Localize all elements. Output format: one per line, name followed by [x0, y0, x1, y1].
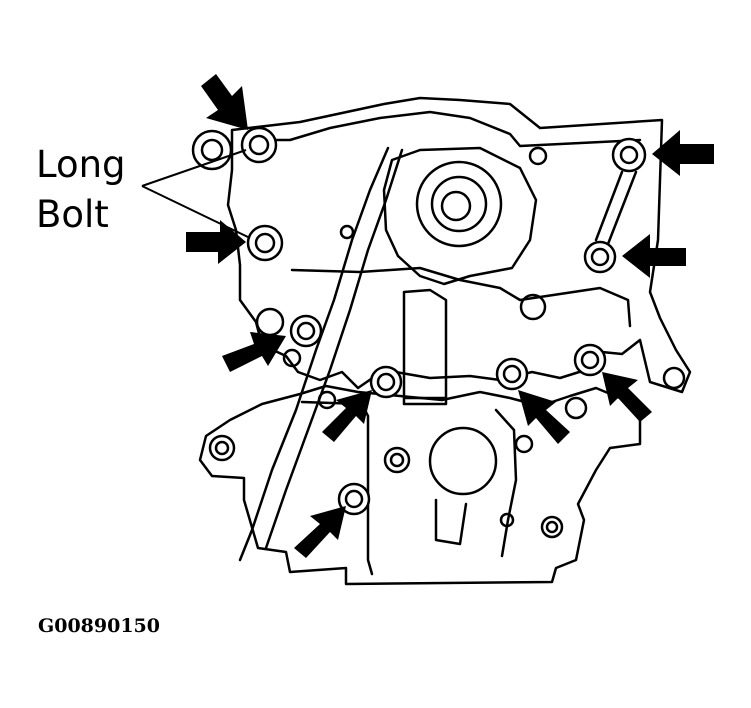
arrow-center-right-bolt	[518, 390, 570, 444]
bolt-right-lower	[573, 343, 607, 377]
engine-block-outline	[198, 384, 642, 586]
cam-pulley-boss	[382, 146, 538, 286]
block-inner-edge-right	[494, 408, 518, 558]
center-rib	[402, 288, 448, 406]
leader-line-lower	[141, 185, 251, 239]
bolt-center-left	[369, 365, 403, 399]
cover-hole-right-mid	[519, 293, 547, 321]
cam-pulley-ring-inner	[430, 175, 488, 233]
arrow-upper-left-bolt	[201, 74, 248, 130]
arrow-right-lower-bolt	[602, 372, 652, 422]
bracket-hole-left-inner	[214, 440, 230, 456]
bracket-hole-left	[208, 434, 236, 462]
leader-line-upper	[141, 149, 247, 187]
long-bolt-upper	[240, 126, 278, 164]
block-hole-small-3	[499, 512, 515, 528]
block-hole-small-1	[317, 390, 337, 410]
cover-inner-rib	[248, 110, 642, 148]
cover-hole-right-low	[662, 366, 686, 390]
arrow-mid-left-bolt	[186, 220, 246, 264]
block-hole-left-inner	[389, 452, 405, 468]
long-bolt-label-line1: Long	[36, 143, 126, 186]
long-bolt-label-line2: Bolt	[36, 193, 109, 236]
arrow-upper-right-bolt	[652, 130, 714, 176]
block-hole-right	[540, 515, 564, 539]
bolt-bottom	[337, 482, 371, 516]
bolt-right-mid	[583, 240, 617, 274]
arrow-left-bracket-bolt	[222, 332, 286, 372]
cover-hole-left-mid	[339, 224, 355, 240]
arrow-center-left-bolt	[322, 390, 372, 442]
left-ear-hole	[200, 138, 224, 162]
cam-pulley-center	[440, 190, 472, 222]
long-bolt-lower	[246, 224, 284, 262]
cover-hole-upper	[528, 146, 548, 166]
left-lug-ring	[255, 307, 285, 337]
bolt-upper-right	[611, 137, 647, 173]
bolt-left-bracket	[289, 314, 323, 348]
oil-pump-bore	[428, 426, 498, 496]
arrow-right-mid-bolt	[622, 234, 686, 278]
block-hole-small-2	[514, 434, 534, 454]
bolt-center-right	[495, 357, 529, 391]
figure-id-label: G00890150	[38, 615, 160, 637]
block-hole-left	[383, 446, 411, 474]
block-hole-right-inner	[545, 520, 559, 534]
block-inner-channel	[434, 498, 468, 546]
right-strap	[594, 170, 638, 246]
arrow-bottom-bolt	[294, 506, 346, 558]
timing-belt	[238, 146, 390, 562]
cam-pulley-ring-outer	[415, 160, 503, 248]
middle-cover-panel	[290, 266, 632, 328]
left-ear-ring	[191, 129, 233, 171]
cover-hole-lower-right	[564, 396, 588, 420]
timing-belt-inner	[264, 148, 404, 550]
cover-hole-lower-left	[282, 348, 302, 368]
